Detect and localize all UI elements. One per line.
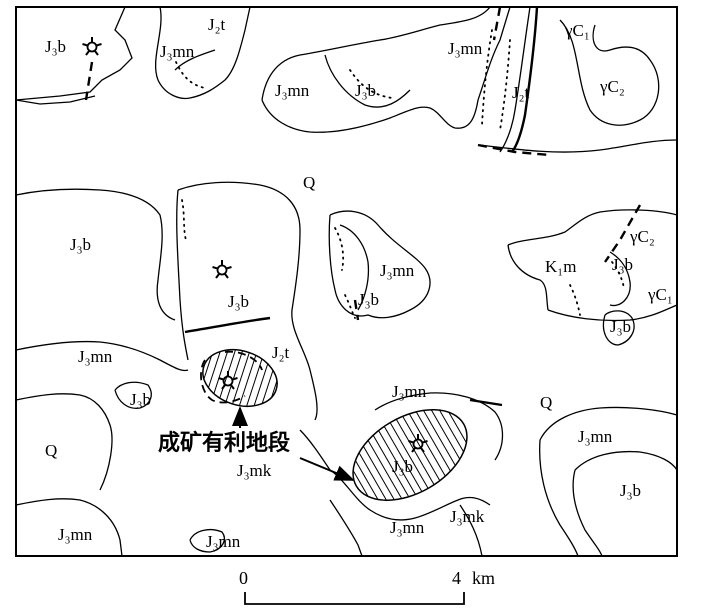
unit-label: J₃b [130, 390, 151, 409]
unit-label: Q [45, 441, 57, 460]
unit-label: J₃mn [206, 532, 241, 551]
unit-label: γC₂ [629, 227, 655, 246]
unit-label: J₃mn [275, 81, 310, 100]
faults [84, 6, 642, 407]
favorable-zone-north [202, 349, 278, 407]
unit-label: γC₁ [564, 21, 590, 40]
unit-label: J₃mk [237, 461, 272, 480]
deposit-symbols [82, 37, 428, 453]
dotted-contacts [175, 29, 625, 319]
unit-label: J₂t [512, 83, 530, 102]
unit-label: J₃mn [160, 42, 195, 61]
unit-label: J₃b [45, 37, 66, 56]
deposit-star-icon [82, 37, 102, 56]
unit-label: J₃mn [578, 427, 613, 446]
deposit-star-icon [212, 260, 232, 279]
deposit-star-icon [218, 371, 238, 390]
geological-boundaries [15, 6, 678, 557]
deposit-star-icon [408, 434, 428, 453]
unit-label: J₂t [208, 15, 226, 34]
unit-label: J₃b [620, 481, 641, 500]
favorable-zone-south [352, 409, 468, 501]
unit-labels: J₃b J₃mn J₂t J₃mn J₃b J₃mn J₂t γC₁ γC₂ Q… [45, 15, 673, 551]
scale-unit-label: km [472, 568, 495, 588]
unit-label: J₃b [358, 290, 379, 309]
unit-label: J₃mn [380, 261, 415, 280]
favorable-zone-annotation: 成矿有利地段 [158, 430, 290, 456]
unit-label: K₁m [545, 257, 576, 276]
unit-label: J₃b [610, 317, 631, 336]
unit-label: J₃mn [78, 347, 113, 366]
unit-label: J₂t [272, 343, 290, 362]
unit-label: J₃b [355, 81, 376, 100]
unit-label: J₃mn [448, 39, 483, 58]
unit-label: J₃mn [390, 518, 425, 537]
unit-label: J₃mn [392, 382, 427, 401]
unit-label: γC₁ [647, 285, 673, 304]
scale-end-label: 4 [452, 568, 461, 588]
unit-label: J₃b [392, 457, 413, 476]
unit-label: J₃b [612, 255, 633, 274]
unit-label: Q [540, 393, 552, 412]
map-frame [15, 6, 678, 557]
unit-label: J₃b [228, 292, 249, 311]
unit-label: γC₂ [599, 77, 625, 96]
unit-label: J₃b [70, 235, 91, 254]
annotation-arrows [232, 406, 355, 481]
unit-label: J₃mk [450, 507, 485, 526]
scale-bar: 0 4 km [239, 568, 495, 605]
favorable-zones [200, 349, 468, 501]
scale-start-label: 0 [239, 568, 248, 588]
unit-label: Q [303, 173, 315, 192]
unit-label: J₃mn [58, 525, 93, 544]
